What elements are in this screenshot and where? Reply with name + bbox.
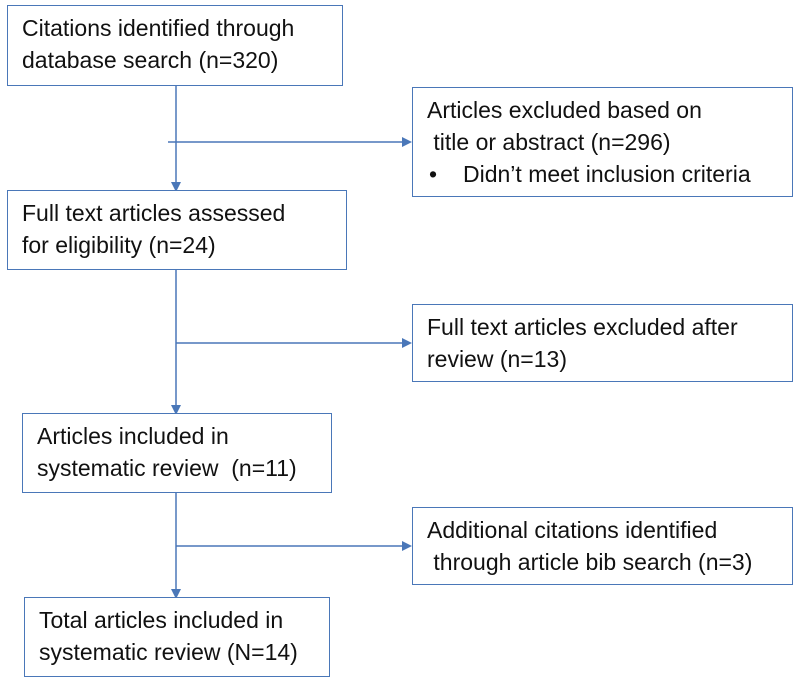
box-articles-included: Articles included in systematic review (… [22,413,332,493]
box-text-line: Citations identified through [22,15,295,41]
box-text-line: systematic review (N=14) [39,639,298,665]
box-text-line: through article bib search (n=3) [427,549,753,575]
box-excluded-title-abstract: Articles excluded based on title or abst… [412,87,793,197]
bullet-text: Didn’t meet inclusion criteria [463,161,751,187]
box-citations-identified: Citations identified through database se… [7,5,343,86]
box-text-line: Articles included in [37,423,229,449]
box-text-line: review (n=13) [427,346,567,372]
box-text-line: title or abstract (n=296) [427,129,671,155]
box-fulltext-excluded: Full text articles excluded after review… [412,304,793,382]
box-text-line: for eligibility (n=24) [22,232,216,258]
box-text-line: Total articles included in [39,607,284,633]
box-additional-citations: Additional citations identified through … [412,507,793,585]
bullet-item: • Didn’t meet inclusion criteria [427,158,778,190]
box-fulltext-assessed: Full text articles assessed for eligibil… [7,190,347,270]
box-text-line: Articles excluded based on [427,97,702,123]
box-text-line: Full text articles excluded after [427,314,738,340]
bullet-icon: • [429,161,438,187]
box-text-line: Additional citations identified [427,517,718,543]
box-total-included: Total articles included in systematic re… [24,597,330,677]
box-text-line: database search (n=320) [22,47,279,73]
box-text-line: Full text articles assessed [22,200,286,226]
box-text-line: systematic review (n=11) [37,455,297,481]
